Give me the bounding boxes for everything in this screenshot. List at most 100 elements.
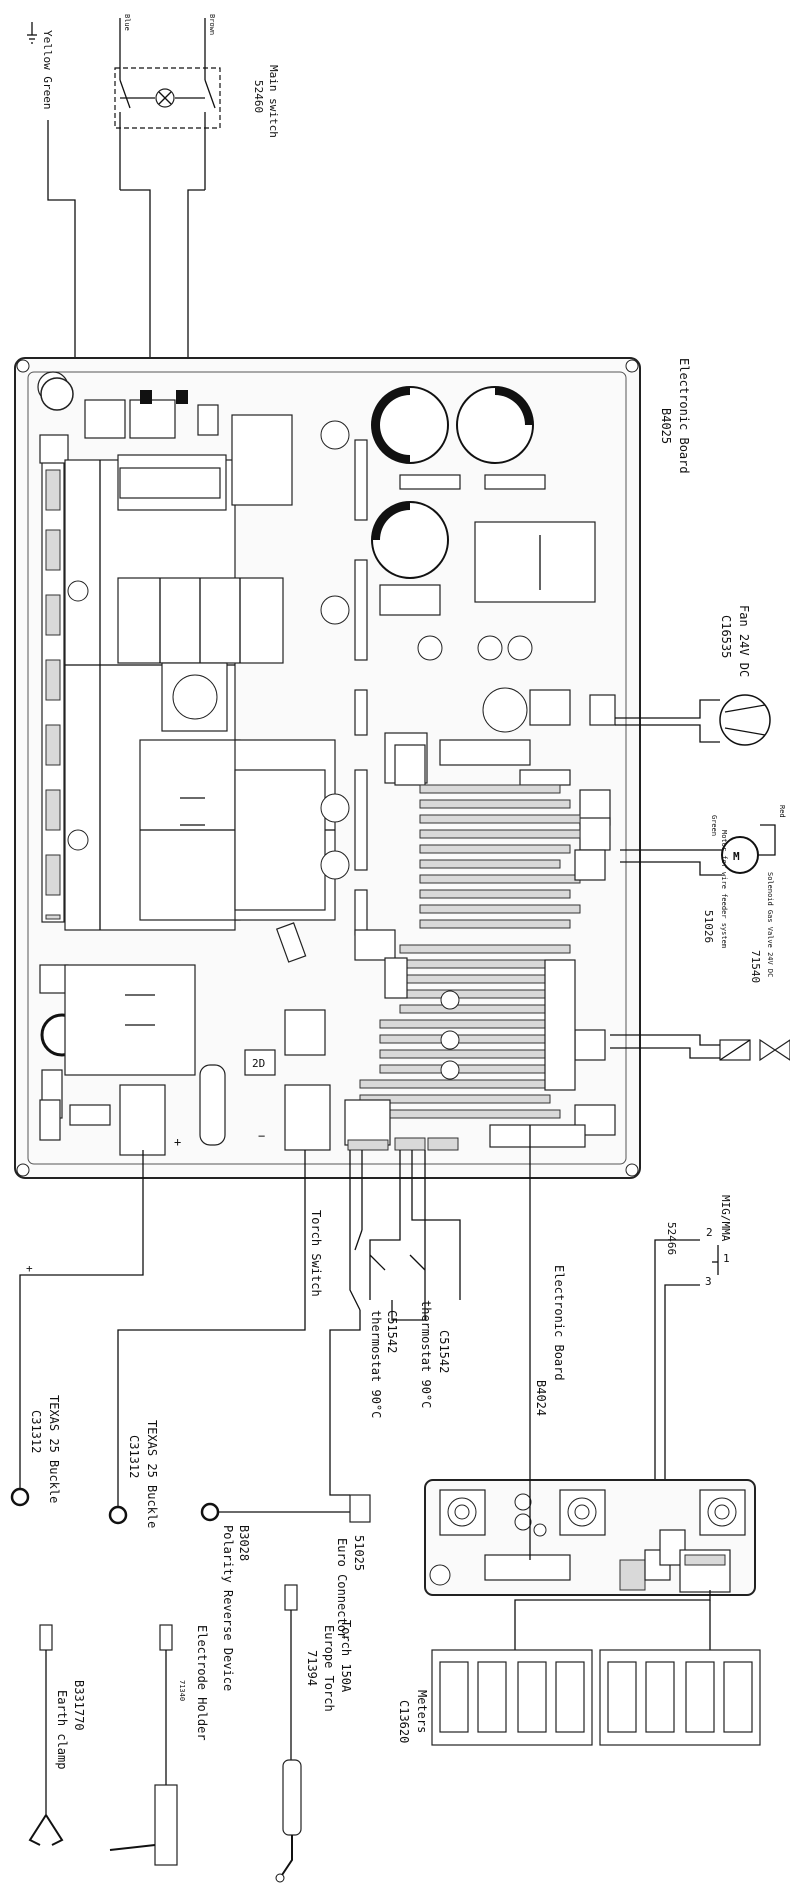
- capacitor-icon: [40, 377, 74, 411]
- small-board: Electronic Board B4024: [424, 1125, 756, 1596]
- screw-icon: [320, 793, 350, 823]
- output-minus-label: −: [258, 1129, 265, 1143]
- screw-icon: [320, 595, 350, 625]
- main-board-name: Electronic Board: [677, 358, 691, 474]
- earth-clamp-icon: [28, 1814, 64, 1846]
- electrode-name: Electrode Holder: [195, 1625, 209, 1741]
- green-wire-label: Green: [710, 815, 718, 836]
- motor: Red Green M Motor for wire feeder system…: [620, 805, 786, 948]
- svg-text:M: M: [733, 850, 740, 863]
- torch-code: 71394: [305, 1650, 319, 1686]
- selector-name: MIG/MMA: [719, 1195, 732, 1242]
- board-id-box: 2D: [252, 1057, 265, 1070]
- capacitor-icon: [514, 1513, 532, 1531]
- valve-name: Solenoid Gas Valve 24V DC: [766, 872, 774, 977]
- buckle-b-name: TEXAS 25 Buckle: [145, 1420, 159, 1528]
- motor-name: Motor for wire feeder system: [720, 830, 728, 948]
- thermostat-b-name: thermostat 90°C: [419, 1300, 433, 1408]
- polarity-reverse: B3028 Polarity Reverse Device: [200, 1502, 350, 1691]
- screw-icon: [67, 580, 89, 602]
- capacitor-icon: [477, 635, 503, 661]
- earth-code: B331770: [72, 1680, 86, 1731]
- buckle-a: TEXAS 25 Buckle C31312: [10, 1395, 61, 1507]
- main-board: + 2D −: [14, 357, 641, 1179]
- euro-connector-icon: [349, 1494, 371, 1523]
- polarity-name: Polarity Reverse Device: [221, 1525, 235, 1691]
- plus-wire-label: +: [26, 1262, 33, 1275]
- mount-hole-icon: [16, 1163, 30, 1177]
- main-switch-code: 52460: [252, 80, 265, 113]
- euro-name: Euro Connector: [335, 1538, 349, 1639]
- fan-name: Fan 24V DC: [737, 605, 751, 677]
- polarity-code: B3028: [237, 1525, 251, 1561]
- small-board-name: Electronic Board: [552, 1265, 566, 1381]
- capacitor-icon: [514, 1493, 532, 1511]
- electrode-holder: Electrode Holder 71340: [109, 1624, 209, 1866]
- brown-wire-label: Brown: [208, 14, 216, 35]
- solenoid-valve: Solenoid Gas Valve 24V DC 71540: [610, 872, 790, 1062]
- earth-plug-icon: [39, 1624, 53, 1651]
- fan-icon: [719, 694, 771, 746]
- meters-name: Meters: [415, 1690, 429, 1733]
- electrode-plug-icon: [159, 1624, 173, 1651]
- capacitor-icon: [440, 990, 460, 1010]
- mig-mma-selector: MIG/MMA 1 2 3 52466: [654, 1195, 732, 1545]
- capacitor-icon: [533, 1523, 547, 1537]
- blue-wire-label: Blue: [123, 14, 131, 31]
- selector-pos-2: 2: [706, 1226, 713, 1239]
- torch-plug-icon: [284, 1584, 298, 1611]
- electrode-code: 71340: [178, 1680, 186, 1701]
- euro-connector: 51025 Euro Connector: [335, 1494, 371, 1639]
- screw-icon: [320, 850, 350, 880]
- mains-input: Yellow Green Blue Brown Main switch 5246…: [27, 14, 280, 420]
- earth-name: Earth clamp: [55, 1690, 69, 1769]
- mount-hole-icon: [625, 359, 639, 373]
- toroid-icon: [172, 674, 218, 720]
- screw-icon: [320, 420, 350, 450]
- left-connector-strip: [41, 461, 65, 923]
- capacitor-icon: [482, 687, 528, 733]
- capacitor-icon: [440, 1030, 460, 1050]
- torch: Torch 150A Europe Torch 71394: [275, 1584, 353, 1883]
- thermostat-a-name: thermostat 90°C: [369, 1310, 383, 1418]
- capacitor-icon: [440, 1060, 460, 1080]
- torch-switch-label: Torch Switch: [309, 1210, 323, 1297]
- buckle-b: TEXAS 25 Buckle C31312: [108, 1420, 159, 1528]
- capacitor-icon: [507, 635, 533, 661]
- selector-code: 52466: [665, 1222, 678, 1255]
- thermostat-a-code: C51542: [385, 1310, 399, 1353]
- polarity-jack-icon: [200, 1502, 220, 1522]
- motor-code: 51026: [702, 910, 715, 943]
- buckle-b-icon: [108, 1505, 128, 1525]
- main-switch: [114, 67, 221, 129]
- euro-code: 51025: [352, 1535, 366, 1571]
- yellow-green-label: Yellow Green: [41, 30, 54, 109]
- earth-clamp: B331770 Earth clamp: [28, 1624, 86, 1846]
- output-plus-label: +: [174, 1135, 181, 1149]
- valve-code: 71540: [749, 950, 762, 983]
- screw-icon: [67, 829, 89, 851]
- selector-pos-3: 3: [705, 1275, 712, 1288]
- meters: Meters C13620: [397, 1590, 761, 1746]
- mount-hole-icon: [429, 1564, 451, 1586]
- buckle-a-icon: [10, 1487, 30, 1507]
- electrode-handle-icon: [154, 1784, 178, 1866]
- fan-code: C16535: [719, 615, 733, 658]
- red-wire-label: Red: [778, 805, 786, 818]
- selector-pos-1: 1: [723, 1252, 730, 1265]
- thermostat-b-code: C51542: [437, 1330, 451, 1373]
- mount-hole-icon: [625, 1163, 639, 1177]
- mount-hole-icon: [16, 359, 30, 373]
- meters-code: C13620: [397, 1700, 411, 1743]
- fan: Fan 24V DC C16535: [615, 605, 771, 746]
- torch-name: Torch 150A: [339, 1620, 353, 1693]
- buckle-a-code: C31312: [29, 1410, 43, 1453]
- capacitor-icon: [417, 635, 443, 661]
- small-board-code: B4024: [534, 1380, 548, 1416]
- buckle-a-name: TEXAS 25 Buckle: [47, 1395, 61, 1503]
- bulk-capacitors: [371, 386, 546, 579]
- torch-handle-icon: [282, 1759, 302, 1836]
- bottom-wiring: Torch Switch C51542 thermostat 90°C C515…: [19, 1150, 461, 1510]
- buckle-b-code: C31312: [127, 1435, 141, 1478]
